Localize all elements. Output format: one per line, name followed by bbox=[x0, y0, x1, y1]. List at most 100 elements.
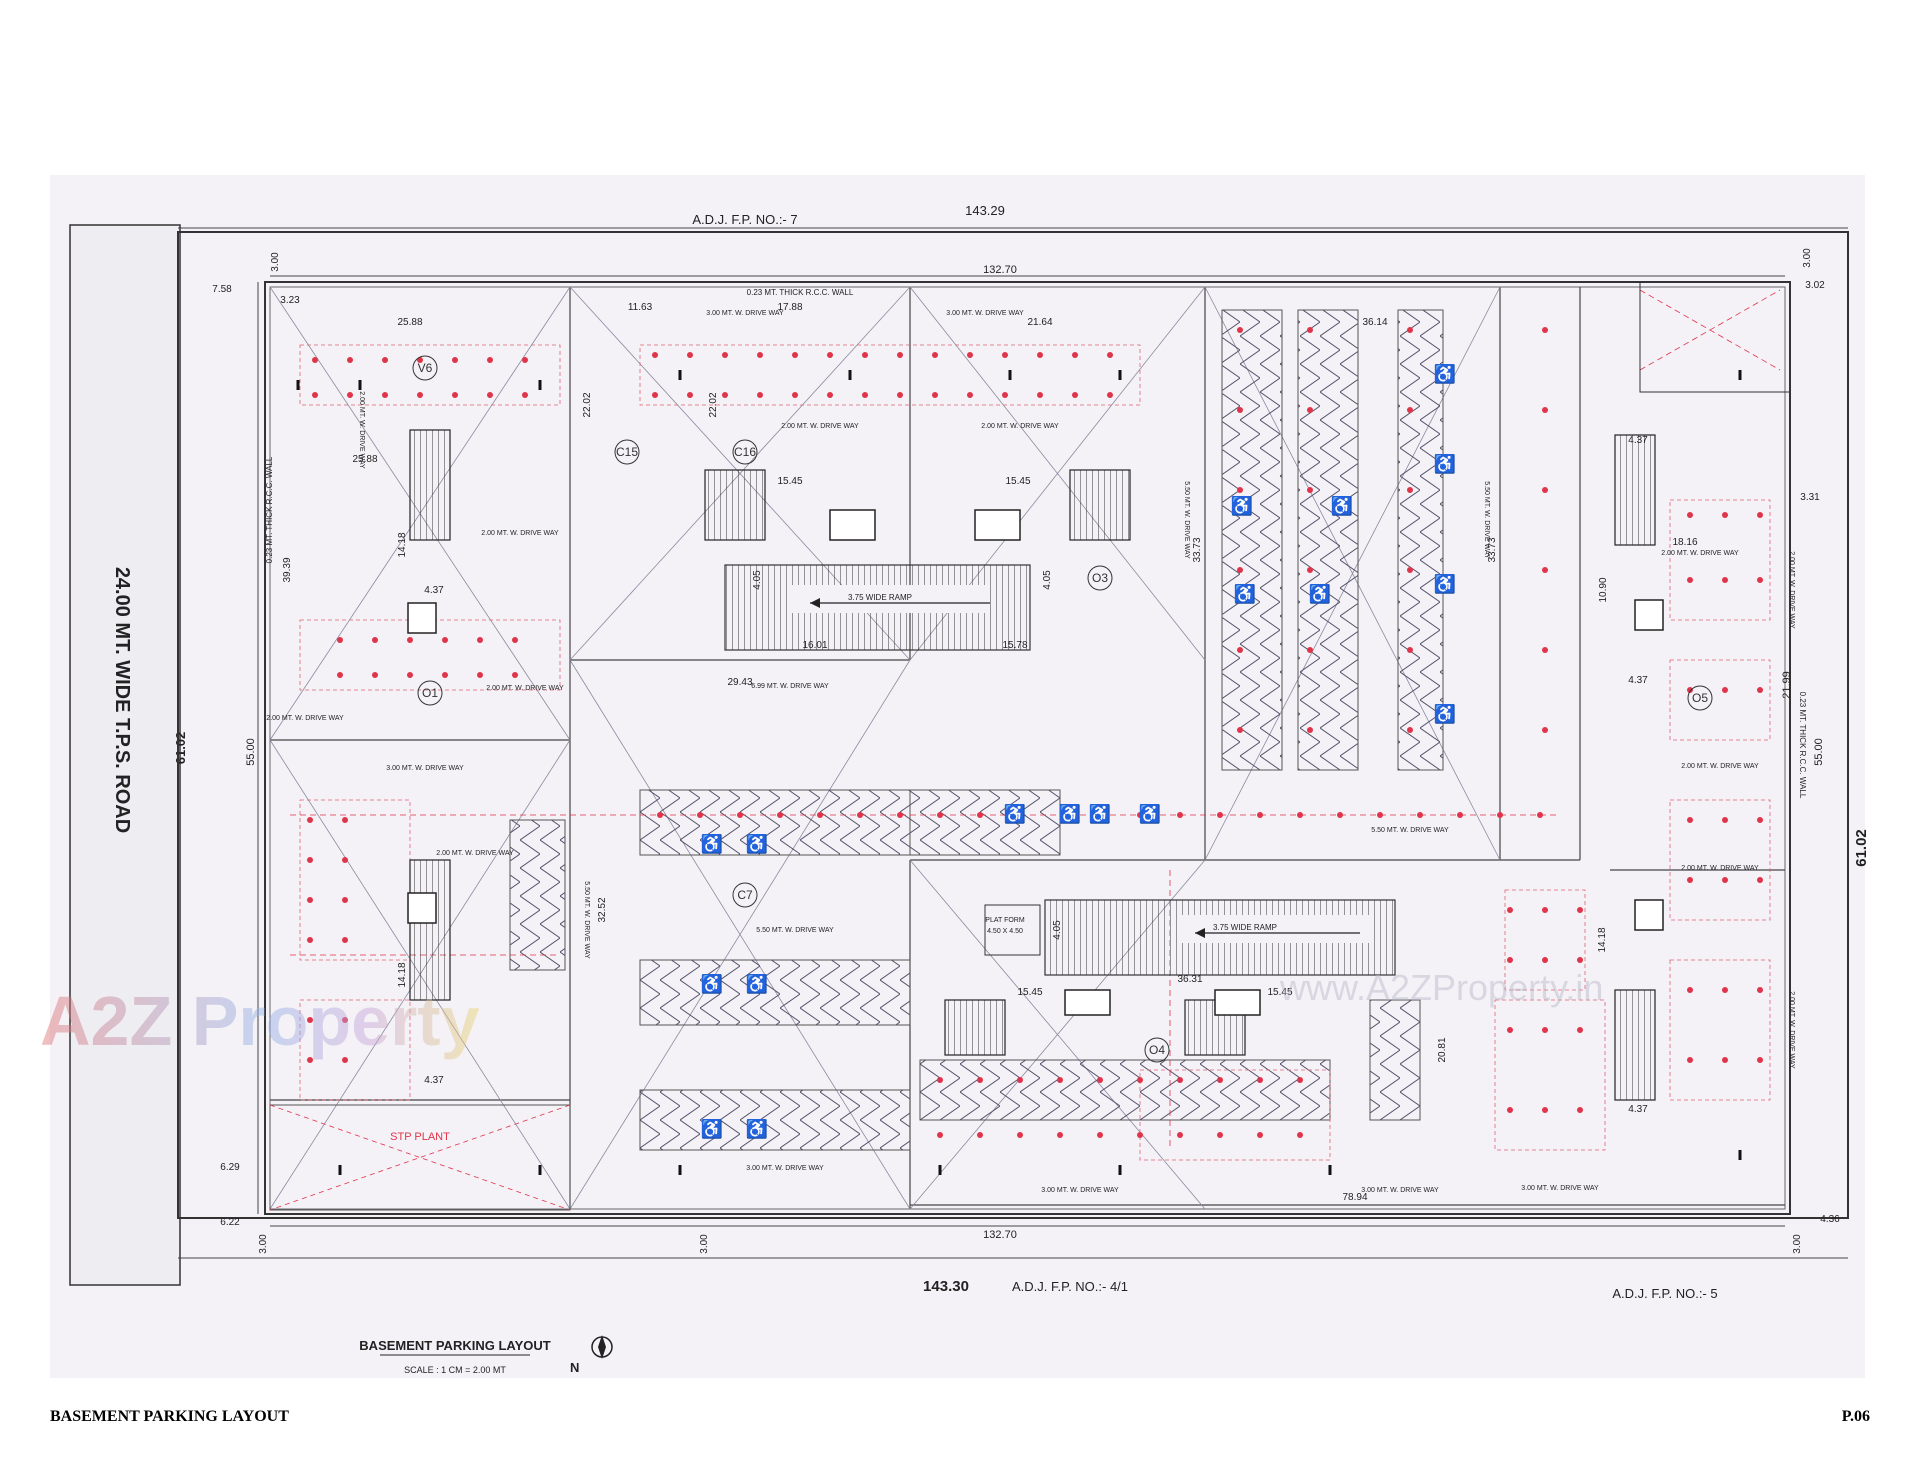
zone-c15: C15 bbox=[616, 445, 638, 459]
ramp-top-label: 3.75 WIDE RAMP bbox=[848, 593, 912, 602]
svg-text:♿: ♿ bbox=[746, 1118, 768, 1139]
svg-text:2.00 MT. W. DRIVE WAY: 2.00 MT. W. DRIVE WAY bbox=[781, 423, 859, 430]
svg-text:5.50 MT. W. DRIVE WAY: 5.50 MT. W. DRIVE WAY bbox=[1483, 481, 1490, 559]
dim-inner-bottom: 132.70 bbox=[983, 1229, 1017, 1241]
dim-inner-top: 132.70 bbox=[983, 264, 1017, 276]
dim-300-tr: 3.00 bbox=[1802, 248, 1813, 268]
svg-text:33.73: 33.73 bbox=[1192, 537, 1203, 562]
svg-text:♿: ♿ bbox=[746, 833, 768, 854]
wall-label-left: 0.23 MT. THICK R.C.C. WALL bbox=[265, 456, 274, 563]
svg-text:♿: ♿ bbox=[701, 833, 723, 854]
ramp-bottom: 3.75 WIDE RAMP PLAT FORM 4.50 X 4.50 bbox=[984, 899, 1396, 976]
dim-right-overall: 61.02 bbox=[1853, 829, 1870, 867]
dim-right-inner: 55.00 bbox=[1813, 738, 1825, 766]
svg-text:3.00 MT. W. DRIVE WAY: 3.00 MT. W. DRIVE WAY bbox=[746, 1165, 824, 1172]
svg-text:♿: ♿ bbox=[701, 973, 723, 994]
svg-text:3.00 MT. W. DRIVE WAY: 3.00 MT. W. DRIVE WAY bbox=[946, 310, 1024, 317]
watermark-logo: A2Z Property bbox=[40, 982, 480, 1060]
ramp-top: 3.75 WIDE RAMP bbox=[724, 564, 1031, 651]
svg-text:3.00 MT. W. DRIVE WAY: 3.00 MT. W. DRIVE WAY bbox=[706, 310, 784, 317]
zone-c16: C16 bbox=[734, 445, 756, 459]
svg-text:25.88: 25.88 bbox=[397, 317, 422, 328]
svg-text:17.88: 17.88 bbox=[777, 302, 802, 313]
svg-text:15.45: 15.45 bbox=[1267, 987, 1292, 998]
svg-text:5.50 MT. W. DRIVE WAY: 5.50 MT. W. DRIVE WAY bbox=[756, 927, 834, 934]
watermark: A2Z Property www.A2ZProperty.in bbox=[40, 967, 1603, 1060]
svg-text:♿: ♿ bbox=[1434, 363, 1456, 384]
zone-o4: O4 bbox=[1149, 1043, 1165, 1057]
dim-offset-top-left: 7.58 bbox=[212, 284, 232, 295]
parking-bay bbox=[639, 789, 911, 856]
svg-text:♿: ♿ bbox=[1089, 803, 1111, 824]
svg-text:2.00 MT. W. DRIVE WAY: 2.00 MT. W. DRIVE WAY bbox=[436, 850, 514, 857]
svg-text:21.64: 21.64 bbox=[1027, 317, 1052, 328]
svg-text:♿: ♿ bbox=[746, 973, 768, 994]
driveway-labels: 2.00 MT. W. DRIVE WAY 2.00 MT. W. DRIVE … bbox=[266, 310, 1795, 1194]
dim-left-inner: 55.00 bbox=[245, 738, 257, 766]
svg-text:15.45: 15.45 bbox=[1005, 476, 1030, 487]
svg-text:♿: ♿ bbox=[701, 1118, 723, 1139]
svg-text:6.99 MT. W. DRIVE WAY: 6.99 MT. W. DRIVE WAY bbox=[751, 683, 829, 690]
svg-text:10.90: 10.90 bbox=[1598, 577, 1609, 602]
svg-text:14.18: 14.18 bbox=[397, 962, 408, 987]
svg-text:29.43: 29.43 bbox=[727, 677, 752, 688]
svg-text:♿: ♿ bbox=[1434, 703, 1456, 724]
svg-text:2.00 MT. W. DRIVE WAY: 2.00 MT. W. DRIVE WAY bbox=[486, 685, 564, 692]
dim-offset-top-right: 3.02 bbox=[1805, 280, 1825, 291]
basement-boundary bbox=[264, 281, 1791, 1215]
dim-right-inner2: 21.99 bbox=[1781, 671, 1793, 699]
svg-text:3.00 MT. W. DRIVE WAY: 3.00 MT. W. DRIVE WAY bbox=[1521, 1185, 1599, 1192]
parking-dots bbox=[307, 327, 1763, 1138]
parking-bay bbox=[509, 819, 566, 971]
dim-left-overall: 61.02 bbox=[173, 732, 188, 765]
svg-text:♿: ♿ bbox=[1234, 583, 1256, 604]
svg-text:♿: ♿ bbox=[1309, 583, 1331, 604]
parking-bay bbox=[639, 959, 911, 1026]
plot-boundary bbox=[177, 231, 1849, 1219]
svg-text:33.73: 33.73 bbox=[1487, 537, 1498, 562]
wall-label-right: 0.23 MT. THICK R.C.C. WALL bbox=[1798, 692, 1807, 799]
svg-text:4.05: 4.05 bbox=[1042, 570, 1053, 590]
svg-text:2.00 MT. W. DRIVE WAY: 2.00 MT. W. DRIVE WAY bbox=[1681, 763, 1759, 770]
svg-text:22.02: 22.02 bbox=[708, 392, 719, 417]
zone-labels: V6 C15 C16 O3 O1 C7 O4 O5 bbox=[418, 361, 1709, 1057]
svg-text:39.39: 39.39 bbox=[282, 557, 293, 582]
svg-text:4.37: 4.37 bbox=[424, 1075, 444, 1086]
svg-text:4.37: 4.37 bbox=[1628, 435, 1648, 446]
drawing-title: BASEMENT PARKING LAYOUT bbox=[359, 1338, 550, 1353]
svg-text:4.37: 4.37 bbox=[424, 585, 444, 596]
north-label: N bbox=[570, 1360, 579, 1375]
svg-text:20.81: 20.81 bbox=[1437, 1037, 1448, 1062]
svg-text:78.94: 78.94 bbox=[1342, 1192, 1367, 1203]
platform-label: PLAT FORM bbox=[985, 917, 1025, 924]
parking-bay bbox=[639, 1089, 911, 1151]
svg-text:16.01: 16.01 bbox=[802, 640, 827, 651]
svg-text:2.00 MT. W. DRIVE WAY: 2.00 MT. W. DRIVE WAY bbox=[266, 715, 344, 722]
footer-title: BASEMENT PARKING LAYOUT bbox=[50, 1408, 289, 1425]
service-room bbox=[1639, 281, 1791, 393]
svg-text:15.45: 15.45 bbox=[777, 476, 802, 487]
svg-text:5.50 MT. W. DRIVE WAY: 5.50 MT. W. DRIVE WAY bbox=[1183, 481, 1190, 559]
svg-text:2.00 MT. W. DRIVE WAY: 2.00 MT. W. DRIVE WAY bbox=[358, 391, 365, 469]
zone-markers bbox=[412, 355, 1713, 1063]
svg-text:2.00 MT. W. DRIVE WAY: 2.00 MT. W. DRIVE WAY bbox=[1788, 551, 1795, 629]
svg-text:♿: ♿ bbox=[1434, 573, 1456, 594]
stp-plant: STP PLANT bbox=[269, 1104, 571, 1211]
dim-300-bl: 3.00 bbox=[258, 1234, 269, 1254]
stp-label: STP PLANT bbox=[390, 1131, 450, 1143]
svg-text:4.37: 4.37 bbox=[1628, 1104, 1648, 1115]
svg-text:♿: ♿ bbox=[1139, 803, 1161, 824]
wheelchair-icons: ♿ ♿ ♿ ♿ ♿ ♿ ♿ ♿ ♿ ♿ ♿ ♿ ♿ ♿ ♿ ♿ ♿ ♿ bbox=[701, 363, 1456, 1139]
svg-text:14.18: 14.18 bbox=[1597, 927, 1608, 952]
wall-label-top: 0.23 MT. THICK R.C.C. WALL bbox=[747, 288, 854, 297]
svg-text:4.05: 4.05 bbox=[1052, 920, 1063, 940]
svg-text:4.05: 4.05 bbox=[752, 570, 763, 590]
svg-text:2.00 MT. W. DRIVE WAY: 2.00 MT. W. DRIVE WAY bbox=[1661, 550, 1739, 557]
svg-text:18.16: 18.16 bbox=[1672, 537, 1697, 548]
svg-text:♿: ♿ bbox=[1004, 803, 1026, 824]
svg-text:♿: ♿ bbox=[1434, 453, 1456, 474]
dim-top-overall: 143.29 bbox=[965, 203, 1005, 218]
svg-text:♿: ♿ bbox=[1331, 495, 1353, 516]
svg-text:25.88: 25.88 bbox=[352, 454, 377, 465]
